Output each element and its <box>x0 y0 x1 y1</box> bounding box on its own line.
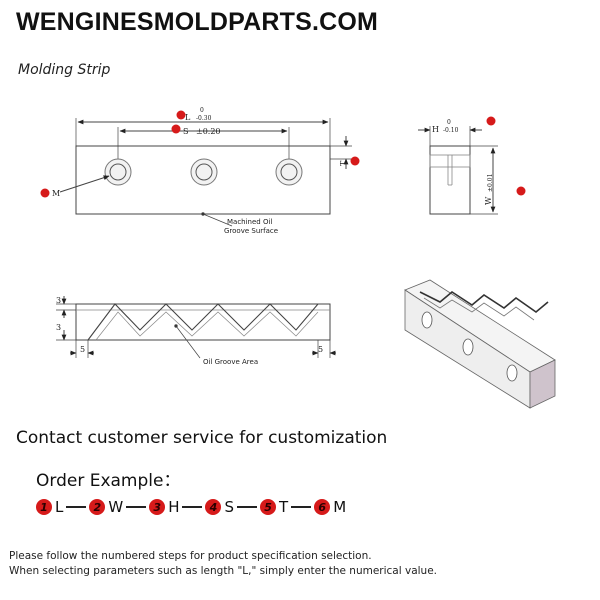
L-tol-lower: -0.30 <box>196 115 212 122</box>
oil-groove-label: Oil Groove Area <box>203 358 258 366</box>
step-separator <box>182 506 203 508</box>
step-badge-4: 4 <box>205 499 222 515</box>
hole-left <box>104 158 132 186</box>
badge-W-drawing <box>516 186 526 196</box>
iso-end-face <box>529 359 556 409</box>
badge-L-drawing <box>176 110 186 120</box>
step-badge-3: 3 <box>149 499 166 515</box>
instruction-note-1: Please follow the numbered steps for pro… <box>9 550 372 562</box>
contact-message: Contact customer service for customizati… <box>16 428 388 448</box>
W-tol: ±0.01 <box>487 174 494 192</box>
step-badge-1: 1 <box>36 499 52 515</box>
step-separator <box>66 506 87 508</box>
step-letter-S: S <box>224 498 235 516</box>
badge-H-drawing <box>486 116 496 126</box>
order-sequence: 1 L 2 W 3 H 4 S 5 T 6 M <box>36 498 346 516</box>
iso-groove-zigzag <box>419 291 549 314</box>
step-letter-M: M <box>333 498 347 516</box>
front-view-body <box>75 303 331 341</box>
step-letter-H: H <box>168 498 180 516</box>
L-tol-upper: 0 <box>200 107 204 114</box>
dim-3-top: 3 <box>56 296 61 305</box>
iso-hole-1 <box>421 311 433 329</box>
S-tol: ±0.20 <box>196 127 221 136</box>
dim-5-left: 5 <box>80 345 85 354</box>
H-label: H <box>432 125 439 134</box>
step-separator <box>237 506 258 508</box>
M-label: M <box>52 189 60 198</box>
machined-surface-label-2: Groove Surface <box>224 227 278 235</box>
step-badge-5: 5 <box>260 499 277 515</box>
badge-T-drawing <box>350 156 360 166</box>
step-separator <box>126 506 147 508</box>
step-letter-L: L <box>55 498 64 516</box>
brand-title: WENGINESMOLDPARTS.COM <box>16 8 379 36</box>
hole-right <box>275 158 303 186</box>
T-label: T <box>339 160 348 166</box>
step-letter-T: T <box>279 498 289 516</box>
hole-middle <box>190 158 218 186</box>
isometric-view <box>404 279 556 409</box>
iso-hole-3 <box>506 364 518 382</box>
side-view-body <box>429 145 471 215</box>
dim-5-right: 5 <box>318 345 323 354</box>
machined-surface-label-1: Machined Oil <box>227 218 272 226</box>
order-example-title: Order Example： <box>36 471 181 491</box>
instruction-note-2: When selecting parameters such as length… <box>9 565 438 577</box>
H-tol-lower: -0.10 <box>443 127 459 134</box>
badge-S-drawing <box>171 124 181 134</box>
step-badge-2: 2 <box>89 499 106 515</box>
H-tol-upper: 0 <box>447 119 451 126</box>
step-badge-6: 6 <box>314 499 331 515</box>
step-letter-W: W <box>108 498 124 516</box>
side-view <box>418 126 498 215</box>
badge-M-drawing <box>40 188 50 198</box>
M-leader-line <box>59 175 110 193</box>
S-label: S <box>183 127 188 136</box>
W-label: W <box>484 196 493 205</box>
front-view <box>56 296 336 359</box>
oil-groove-zigzag <box>87 303 319 341</box>
L-label: L <box>185 113 191 122</box>
product-subtitle: Molding Strip <box>18 62 111 78</box>
step-separator <box>291 506 312 508</box>
top-view <box>59 118 352 227</box>
iso-hole-2 <box>462 338 474 356</box>
technical-drawing: L 0 -0.30 S ±0.20 T M Machined Oil Groov… <box>40 107 556 409</box>
dim-3-bottom: 3 <box>56 323 61 332</box>
